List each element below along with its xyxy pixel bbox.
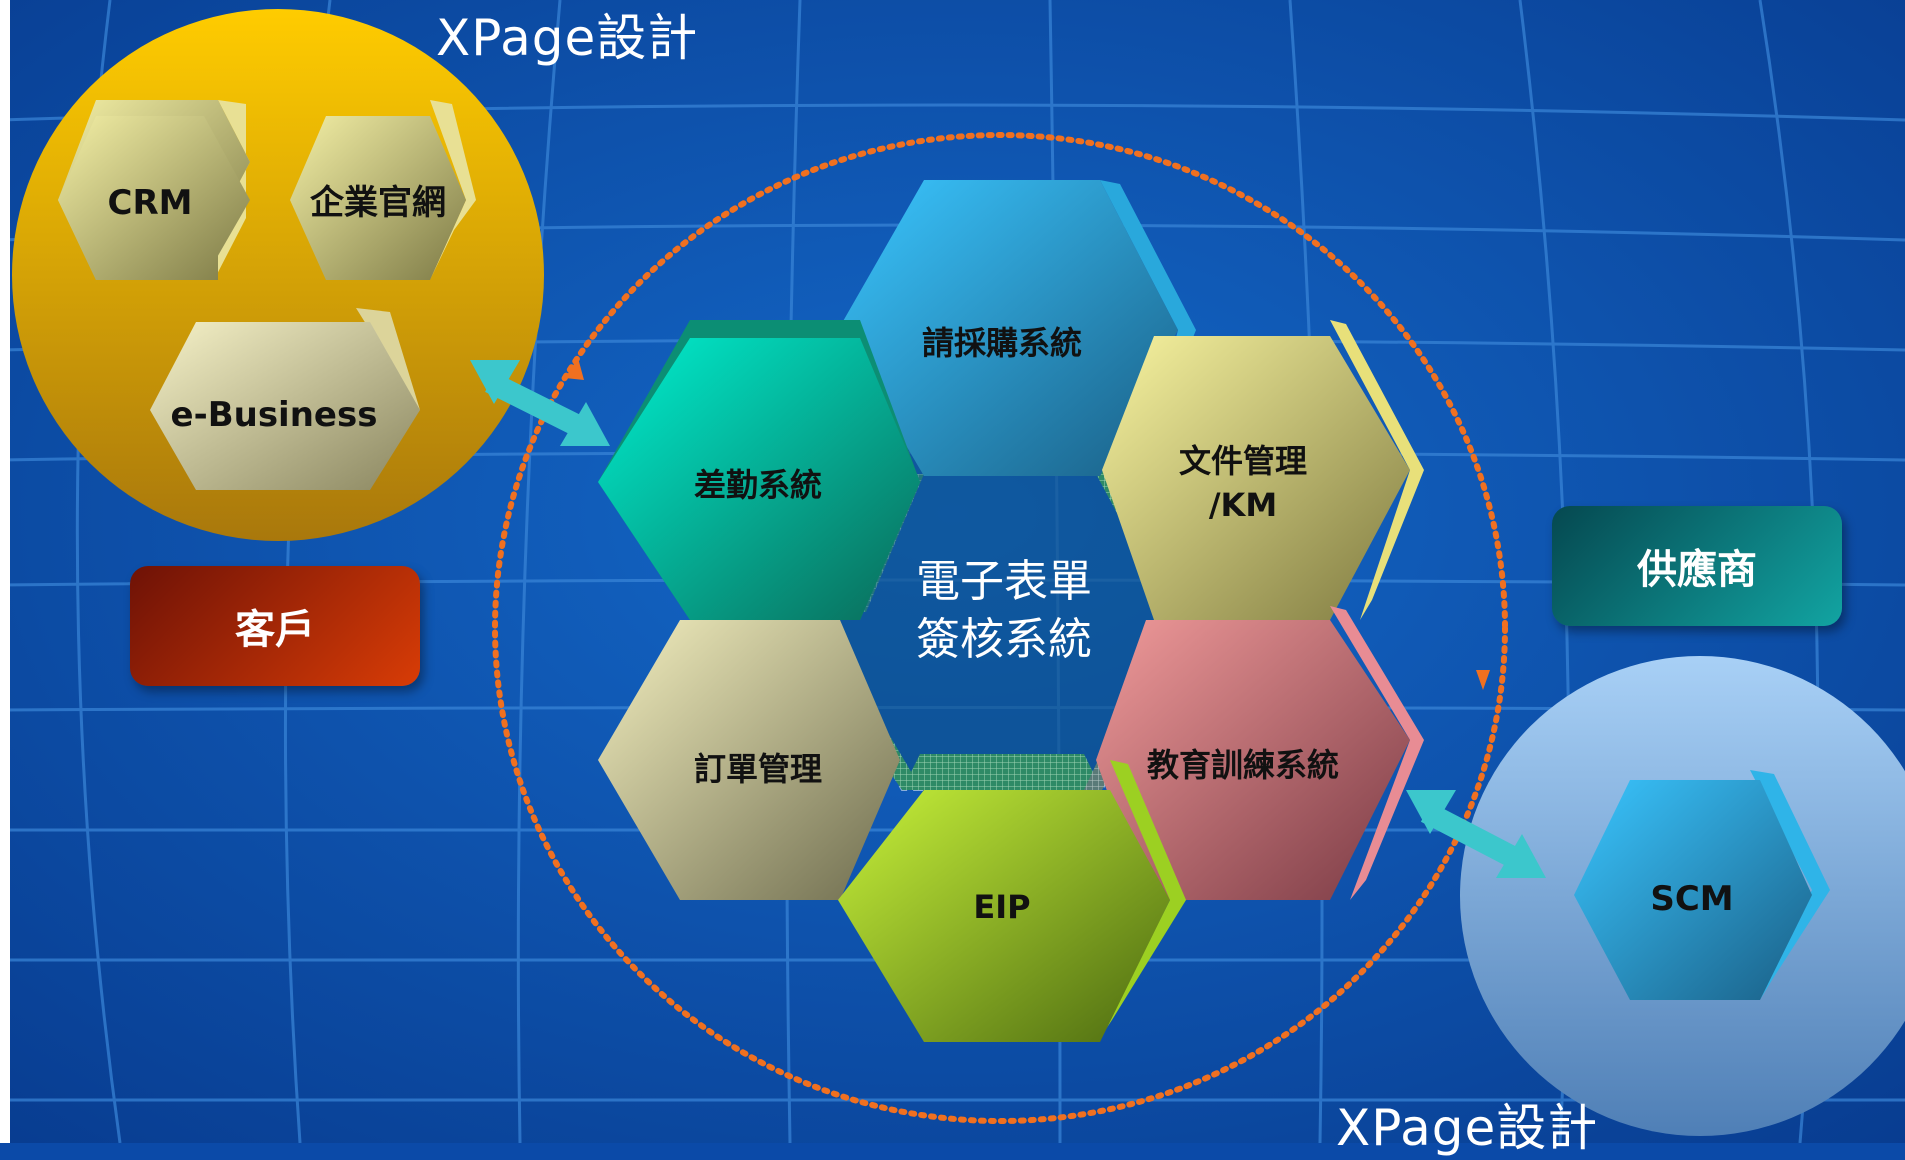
bottom-caption: XPage設計 <box>1336 1099 1599 1157</box>
top-caption: XPage設計 <box>436 9 699 67</box>
supplier-label-box: 供應商 <box>1552 506 1842 626</box>
orders-hex <box>598 620 900 900</box>
orbit-arrowhead <box>565 358 584 380</box>
center-label-line2: 簽核系統 <box>916 614 1092 665</box>
customer-link-arrow <box>470 360 610 446</box>
ebusiness-hex <box>150 308 420 490</box>
orbit-arrowhead <box>1476 670 1490 690</box>
customer-label-box: 客戶 <box>130 566 420 686</box>
center-label-line1: 電子表單 <box>916 556 1092 607</box>
attendance-hex <box>598 320 920 620</box>
customer-label: 客戶 <box>235 607 315 653</box>
docs-label-line1: 文件管理 <box>1179 442 1307 480</box>
website-hex <box>290 100 476 280</box>
eip-hex <box>838 760 1186 1042</box>
supplier-label: 供應商 <box>1637 547 1757 593</box>
docs-label-line2: /KM <box>1209 486 1277 524</box>
website-label: 企業官網 <box>310 183 446 223</box>
crm-label: CRM <box>108 183 193 223</box>
training-hex <box>1096 606 1424 900</box>
orders-label: 訂單管理 <box>694 750 822 788</box>
docs-hex <box>1102 320 1424 620</box>
eip-label: EIP <box>973 888 1030 926</box>
attendance-label: 差勤系統 <box>694 466 822 504</box>
scm-hex <box>1574 770 1830 1000</box>
scm-label: SCM <box>1650 879 1733 919</box>
training-label: 教育訓練系統 <box>1147 746 1339 784</box>
left-edge-strip <box>0 0 10 1143</box>
purchase-label: 請採購系統 <box>922 324 1082 362</box>
orbit-ring <box>492 132 1508 1124</box>
mesh-connector <box>902 754 1102 790</box>
crm-hex <box>58 100 250 280</box>
supplier-link-arrow <box>1406 790 1546 878</box>
ebusiness-label: e-Business <box>171 395 378 435</box>
